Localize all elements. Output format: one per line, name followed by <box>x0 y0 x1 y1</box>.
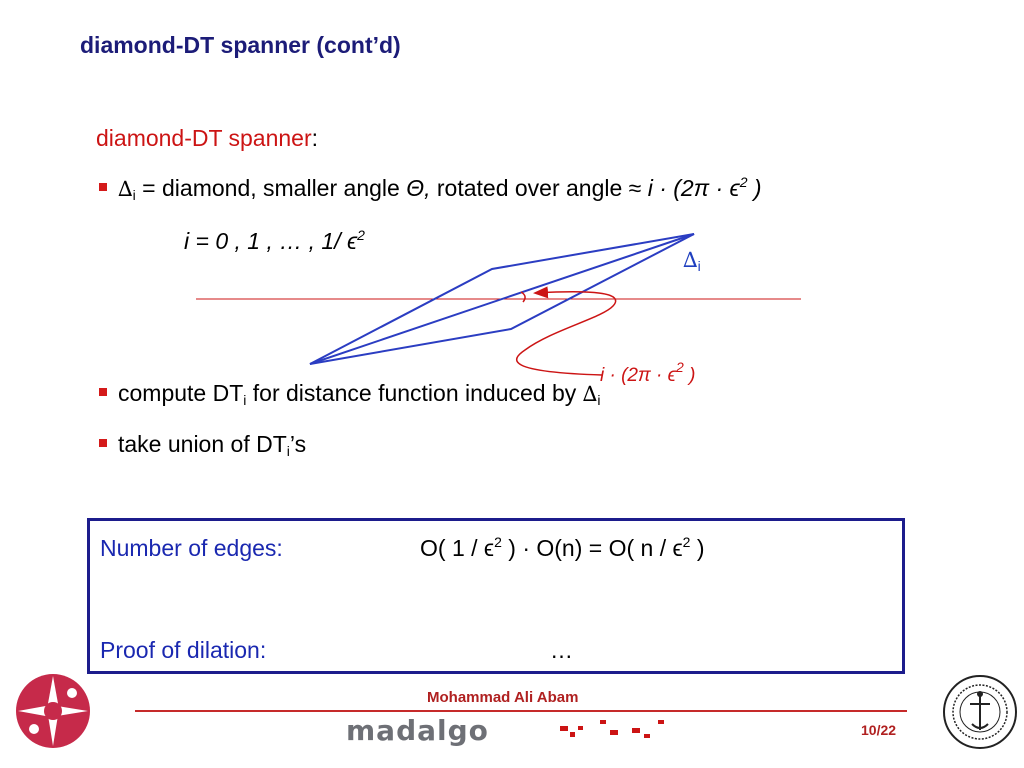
index-line-sup: 2 <box>357 227 365 243</box>
delta-label-symbol: ∆ <box>683 248 698 272</box>
dilation-label: Proof of dilation: <box>100 637 267 663</box>
bullet-1-eq: = diamond, smaller angle <box>135 175 407 201</box>
slide-title: diamond-DT spanner (cont’d) <box>80 32 401 58</box>
delta-label: ∆i <box>683 246 701 273</box>
angle-label-close: ) <box>683 365 696 386</box>
bullet-1-text: ∆i = diamond, smaller angle Θ, rotated o… <box>118 175 762 202</box>
theta-symbol: Θ, <box>406 175 431 201</box>
index-line: i = 0 , 1 , … , 1/ ϵ2 <box>184 228 365 255</box>
result-box: Number of edges: O( 1 / ϵ2 ) · O(n) = O(… <box>87 518 905 674</box>
edges-sup-b: 2 <box>682 534 691 550</box>
madalgo-wordmark: madalgo <box>346 714 489 747</box>
bullet-3-pre: take union of DT <box>118 431 287 457</box>
bullet-marker-3 <box>99 439 107 447</box>
page-number: 10/22 <box>861 722 897 738</box>
bullet-1-expr: i · (2π · ϵ <box>647 175 740 201</box>
university-seal-right <box>943 675 1017 749</box>
bullet-2-mid: for distance function induced by <box>246 380 583 406</box>
bullet-2-sub: i <box>243 392 247 408</box>
bullet-3-sub: i <box>286 443 290 459</box>
bullet-2-pre: compute DT <box>118 380 244 406</box>
angle-label: i · (2π · ϵ2 ) <box>600 360 696 387</box>
bullet-1-close: ) <box>747 175 762 201</box>
footer-author: Mohammad Ali Abam <box>427 689 579 706</box>
bullet-3-post: ’s <box>289 431 307 457</box>
footer-divider <box>135 710 907 712</box>
delta-symbol: ∆ <box>118 177 133 201</box>
diamond-axis <box>309 233 695 365</box>
dilation-value: … <box>550 637 573 663</box>
bullet-2-delta: ∆ <box>582 382 598 406</box>
bullet-marker-2 <box>99 388 107 396</box>
delta-sub: i <box>132 187 136 203</box>
university-logo-left <box>16 674 90 748</box>
index-line-text: i = 0 , 1 , … , 1/ ϵ <box>184 228 358 254</box>
edges-expr-b: ) · O(n) = O( n / ϵ <box>501 535 683 561</box>
madalgo-logo: madalgo <box>346 714 664 747</box>
madalgo-dashes-icon <box>560 720 664 738</box>
bullet-1-sup: 2 <box>739 174 748 190</box>
bullet-3-text: take union of DTi’s <box>118 431 306 458</box>
subheading-colon: : <box>311 125 319 151</box>
bullet-marker-1 <box>99 183 107 191</box>
edges-label: Number of edges: <box>100 535 283 561</box>
bullet-2-text: compute DTi for distance function induce… <box>118 380 600 407</box>
bullet-2-sub2: i <box>597 392 601 408</box>
edges-expr-a: O( 1 / ϵ <box>420 535 495 561</box>
edges-expression: O( 1 / ϵ2 ) · O(n) = O( n / ϵ2 ) <box>420 535 705 562</box>
delta-label-sub: i <box>697 258 701 274</box>
subheading-red: diamond-DT spanner <box>96 125 312 151</box>
angle-pointer-arrow <box>515 286 617 376</box>
edges-expr-c: ) <box>690 535 705 561</box>
edges-sup-a: 2 <box>494 534 502 550</box>
angle-label-text: i · (2π · ϵ <box>600 365 676 386</box>
angle-label-sup: 2 <box>676 359 684 375</box>
angle-arc <box>520 291 526 303</box>
subheading: diamond-DT spanner: <box>96 125 318 152</box>
bullet-1-rest: rotated over angle ≈ <box>430 175 648 201</box>
